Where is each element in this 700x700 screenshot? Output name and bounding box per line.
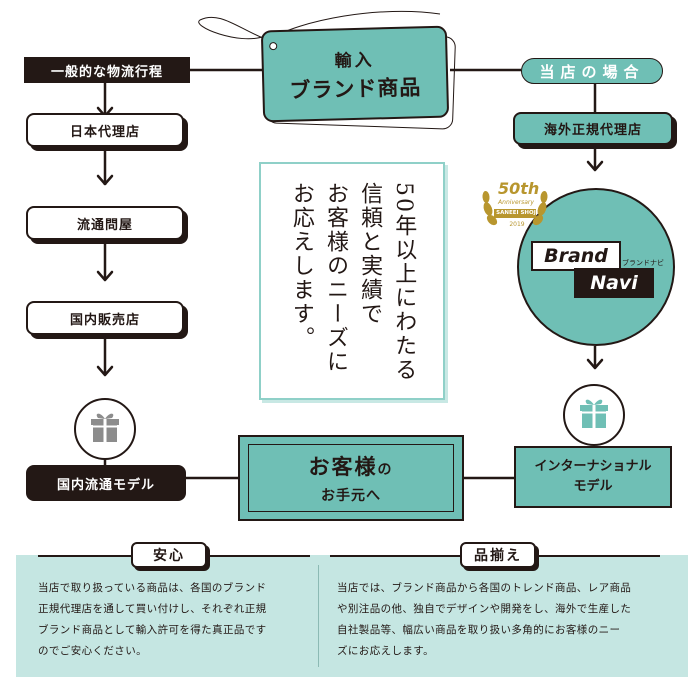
- safety-line: のでご安心ください。: [38, 645, 147, 657]
- badge-word: Anniversary: [498, 199, 534, 206]
- customer-destination-box: お客様の お手元へ: [238, 435, 464, 521]
- trust-message-text: 50年以上にわたる 信頼と実績で お客様のニーズに お応えします。: [284, 182, 420, 382]
- customer-sub: お手元へ: [321, 488, 381, 504]
- tag-line2: ブランド商品: [289, 74, 422, 103]
- badge-number: 50th: [498, 179, 540, 198]
- gift-icon: [91, 413, 119, 442]
- gift-icon: [580, 399, 608, 428]
- gift-circle-left: [74, 398, 136, 460]
- step-domestic-retailer: 国内販売店: [26, 301, 184, 335]
- message-line-4: お応えします。: [288, 182, 314, 350]
- result-line1: インターナショナル: [534, 459, 652, 474]
- imported-brand-goods-tag: 輸入 ブランド商品: [260, 25, 450, 123]
- safety-line: ブランド商品として輸入許可を得た真正品です: [38, 624, 267, 636]
- customer-particle: の: [377, 462, 394, 478]
- safety-line: 正規代理店を通して買い付けし、それぞれ正規: [38, 603, 267, 615]
- general-logistics-header: 一般的な物流行程: [24, 57, 190, 83]
- safety-line: 当店で取り扱っている商品は、各国のブランド: [38, 582, 267, 594]
- panel-divider: [318, 565, 319, 667]
- logo-kana: ブランドナビ: [622, 259, 664, 267]
- step-overseas-agency: 海外正規代理店: [513, 112, 673, 145]
- customer-main: お客様: [308, 455, 378, 479]
- message-line-3: お客様のニーズに: [323, 182, 348, 374]
- our-store-header: 当店の場合: [521, 58, 663, 84]
- international-model-result: インターナショナル モデル: [514, 446, 672, 508]
- gift-circle-right: [563, 384, 625, 446]
- message-line-2: 信頼と実績で: [357, 182, 383, 326]
- domestic-model-result: 国内流通モデル: [26, 465, 186, 501]
- badge-year: 2019: [509, 221, 525, 228]
- info-panel: [16, 555, 688, 677]
- badge-company: SANEEI SHOJI: [496, 210, 538, 216]
- message-line-1: 50年以上にわたる: [391, 182, 417, 382]
- logo-brand: Brand: [531, 241, 621, 271]
- selection-line: 自社製品等、幅広い商品を取り扱い多角的にお客様のニー: [337, 624, 621, 636]
- tag-hole: [269, 42, 278, 51]
- section-badge-selection: 品揃え: [460, 542, 536, 568]
- selection-line: 当店では、ブランド商品から各国のトレンド商品、レア商品: [337, 582, 632, 594]
- selection-line: ズにお応えします。: [337, 645, 435, 657]
- section-badge-safety: 安心: [131, 542, 207, 568]
- result-line2: モデル: [573, 479, 613, 494]
- step-wholesaler: 流通問屋: [26, 206, 184, 240]
- selection-text: 当店では、ブランド商品から各国のトレンド商品、レア商品 や別注品の他、独自でデザ…: [337, 578, 677, 662]
- selection-line: や別注品の他、独自でデザインや開発をし、海外で生産した: [337, 603, 632, 615]
- safety-text: 当店で取り扱っている商品は、各国のブランド 正規代理店を通して買い付けし、それぞ…: [38, 578, 310, 662]
- laurel-icon: [482, 191, 548, 226]
- tag-line1: 輸入: [334, 49, 375, 72]
- logo-navi: Navi: [574, 268, 654, 298]
- anniversary-badge: [478, 175, 552, 237]
- step-japan-agency: 日本代理店: [26, 113, 184, 147]
- trust-message-box: 50年以上にわたる 信頼と実績で お客様のニーズに お応えします。: [259, 162, 445, 400]
